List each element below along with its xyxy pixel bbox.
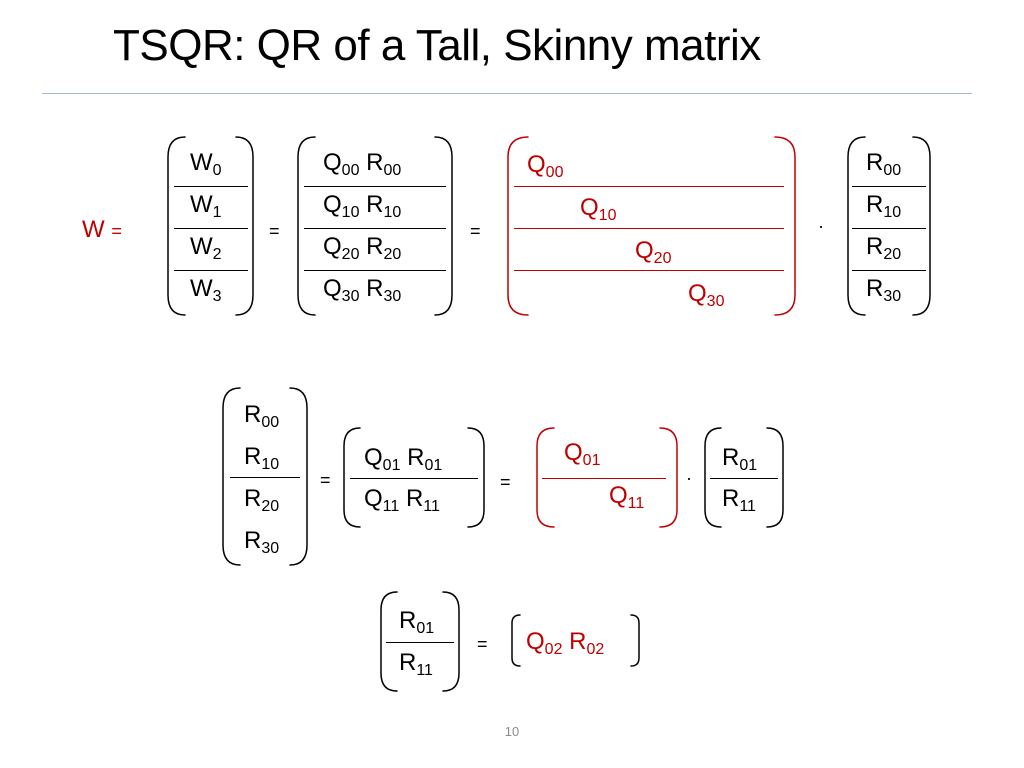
r-divider-1 xyxy=(852,186,926,187)
q30-block: Q30 xyxy=(688,280,725,310)
w-divider-3 xyxy=(174,270,248,271)
q-block-divider-3 xyxy=(514,270,784,271)
slide-title: TSQR: QR of a Tall, Skinny matrix xyxy=(113,21,761,70)
q11-r11-entry: Q11 R11 xyxy=(364,485,440,515)
equals-sign-2: = xyxy=(470,221,481,241)
q2-block-left-bracket xyxy=(536,427,555,528)
q10-block: Q10 xyxy=(580,194,617,224)
w1-entry: W1 xyxy=(190,191,222,221)
q2-block-right-bracket xyxy=(659,427,678,528)
r2-final-right-bracket xyxy=(442,591,460,692)
qr-divider-2 xyxy=(304,228,446,229)
r-stack-right-bracket xyxy=(912,136,931,316)
equals-sign-3: = xyxy=(320,470,331,490)
r00-entry: R00 xyxy=(866,149,902,179)
r01-final-entry: R01 xyxy=(399,607,435,637)
q00-r00-entry: Q00 R00 xyxy=(323,149,402,179)
q-block-divider-1 xyxy=(514,186,784,187)
qr2-matrix-left-bracket xyxy=(343,427,361,528)
r30-stack-entry: R30 xyxy=(244,527,280,557)
w-divider-1 xyxy=(174,186,248,187)
q02-r02-entry: Q02 R02 xyxy=(526,628,605,658)
r-divider-2 xyxy=(852,228,926,229)
r11-final-entry: R11 xyxy=(399,649,433,679)
title-underline xyxy=(42,93,972,94)
equals-sign-4: = xyxy=(500,472,511,492)
r2-stack-left-bracket xyxy=(704,427,722,528)
r2-final-left-bracket xyxy=(380,591,398,692)
q01-block: Q01 xyxy=(564,439,601,469)
q-block-left-bracket xyxy=(507,136,529,316)
r2-stack-right-bracket xyxy=(766,427,784,528)
w-label: W = xyxy=(82,216,122,243)
r4-matrix-right-bracket xyxy=(289,387,308,566)
q20-r20-entry: Q20 R20 xyxy=(323,233,402,263)
r2-final-divider xyxy=(386,642,454,643)
r00-stack-entry: R00 xyxy=(244,401,280,431)
r11-entry: R11 xyxy=(722,485,756,515)
qr2-divider xyxy=(350,478,478,479)
r01-entry: R01 xyxy=(722,444,758,474)
qr-matrix-left-bracket xyxy=(297,136,316,316)
q-block-divider-2 xyxy=(514,228,784,229)
equals-sign-1: = xyxy=(269,221,280,241)
r-stack-left-bracket xyxy=(847,136,866,316)
q10-r10-entry: Q10 R10 xyxy=(323,191,402,221)
dot-operator-1: · xyxy=(818,216,824,236)
r4-divider xyxy=(230,477,300,478)
q00-block: Q00 xyxy=(527,151,564,181)
q20-block: Q20 xyxy=(635,237,672,267)
w-matrix-right-bracket xyxy=(235,136,254,316)
qr3-left-bracket xyxy=(511,614,521,667)
r10-entry: R10 xyxy=(866,191,902,221)
w0-entry: W0 xyxy=(190,149,222,179)
w-matrix-left-bracket xyxy=(167,136,186,316)
w2-entry: W2 xyxy=(190,233,222,263)
r4-matrix-left-bracket xyxy=(222,387,241,566)
q-block-right-bracket xyxy=(774,136,796,316)
r30-entry: R30 xyxy=(866,275,902,305)
qr2-matrix-right-bracket xyxy=(467,427,485,528)
q30-r30-entry: Q30 R30 xyxy=(323,275,402,305)
page-number: 10 xyxy=(504,724,520,739)
equals-sign-5: = xyxy=(477,634,488,654)
r2-divider xyxy=(710,478,778,479)
r20-stack-entry: R20 xyxy=(244,485,280,515)
qr-matrix-right-bracket xyxy=(434,136,453,316)
q11-block: Q11 xyxy=(609,482,645,512)
q2-block-divider xyxy=(542,478,666,479)
qr-divider-3 xyxy=(304,270,446,271)
qr3-right-bracket xyxy=(630,614,640,667)
q01-r01-entry: Q01 R01 xyxy=(364,444,443,474)
w3-entry: W3 xyxy=(190,275,222,305)
dot-operator-2: · xyxy=(686,468,692,488)
qr-divider-1 xyxy=(304,186,446,187)
r10-stack-entry: R10 xyxy=(244,443,280,473)
w-divider-2 xyxy=(174,228,248,229)
r-divider-3 xyxy=(852,270,926,271)
r20-entry: R20 xyxy=(866,233,902,263)
